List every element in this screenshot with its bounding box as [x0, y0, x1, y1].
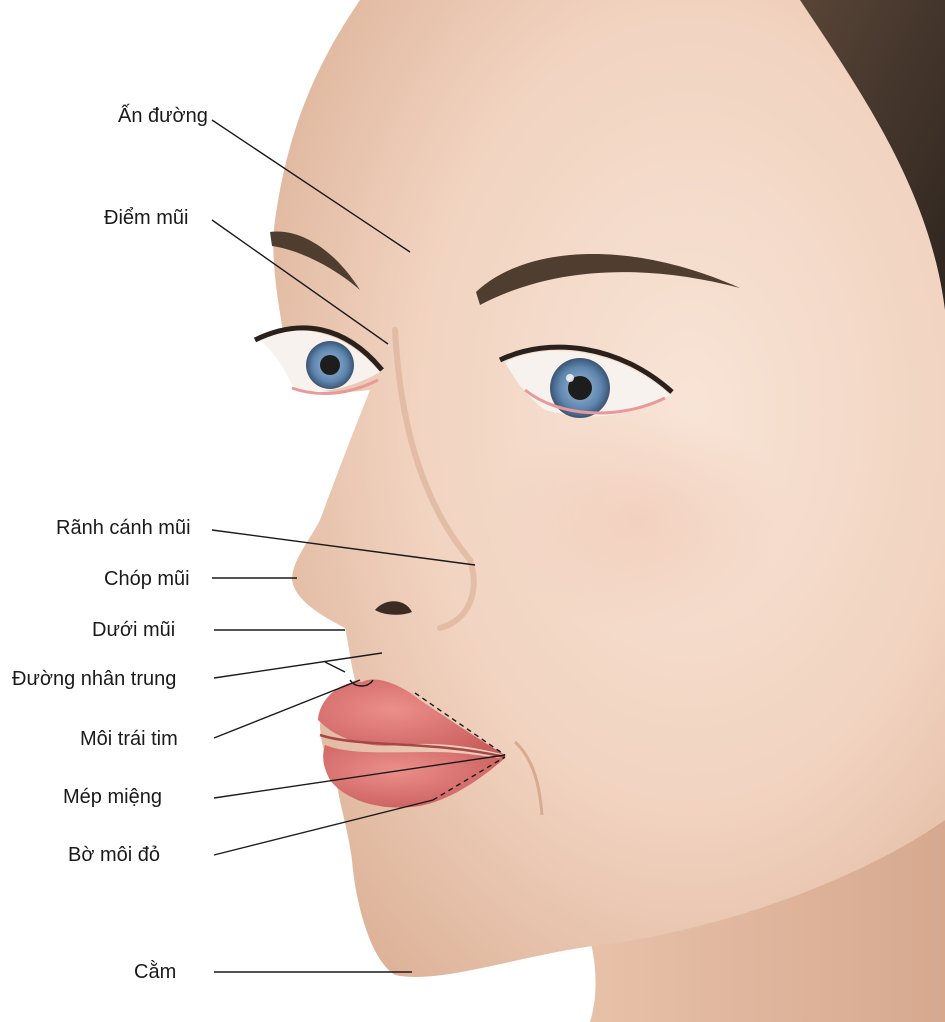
label-diem-mui: Điểm mũi	[104, 206, 188, 230]
label-bo-moi-do: Bờ môi đỏ	[68, 843, 160, 867]
label-mep-mieng: Mép miệng	[63, 785, 162, 809]
label-duong-nhan-trung: Đường nhân trung	[12, 667, 176, 691]
label-moi-trai-tim: Môi trái tim	[80, 727, 178, 751]
label-duoi-mui: Dưới mũi	[92, 618, 175, 642]
label-chop-mui: Chóp mũi	[104, 567, 190, 591]
label-cam: Cằm	[134, 960, 176, 984]
label-ranh-canh-mui: Rãnh cánh mũi	[56, 516, 191, 540]
label-an-duong: Ấn đường	[118, 104, 208, 128]
